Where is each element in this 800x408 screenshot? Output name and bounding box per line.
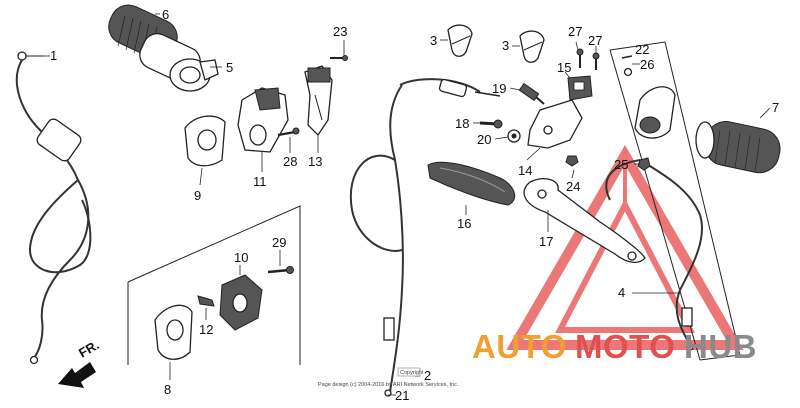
callout-29: 29 <box>272 235 286 250</box>
inset-box <box>127 205 301 365</box>
callout-lines <box>44 13 771 396</box>
callout-11: 11 <box>253 174 267 189</box>
watermark-text: AUTO MOTO HUB <box>472 328 757 365</box>
callout-3a: 3 <box>430 33 437 48</box>
callout-22: 22 <box>635 42 649 57</box>
callout-27b: 27 <box>588 33 602 48</box>
callout-20: 20 <box>477 132 491 147</box>
callout-1: 1 <box>50 48 57 63</box>
front-direction-arrow: FR. <box>58 337 102 388</box>
front-direction-label: FR. <box>76 337 102 360</box>
lever-bracket-13 <box>304 65 333 137</box>
callout-17: 17 <box>539 234 553 249</box>
callout-15: 15 <box>557 60 571 75</box>
copyright-line1: Copyright <box>400 370 424 376</box>
switch-housing-10 <box>219 274 263 331</box>
switch-15 <box>567 75 593 101</box>
washer-26 <box>623 67 633 77</box>
screw-27a <box>576 48 584 68</box>
nut-25 <box>637 157 651 171</box>
callout-19: 19 <box>492 81 506 96</box>
callout-2: 2 <box>424 368 431 383</box>
lever-17 <box>523 178 646 264</box>
callout-9: 9 <box>194 188 201 203</box>
adjuster-19 <box>518 82 545 105</box>
screw-28 <box>277 127 300 137</box>
cable-4 <box>605 159 703 351</box>
callout-26: 26 <box>640 57 654 72</box>
handle-grip-7 <box>695 121 781 174</box>
callout-23: 23 <box>333 24 347 39</box>
watermark-hub: HUB <box>684 328 757 365</box>
callout-18: 18 <box>455 116 469 131</box>
throttle-cable-2 <box>349 78 501 397</box>
callout-4: 4 <box>618 285 625 300</box>
callout-24: 24 <box>566 179 580 194</box>
lever-cover-16 <box>427 161 516 206</box>
watermark-moto: MOTO <box>575 328 675 365</box>
callout-numbers: 1 2 3 3 4 5 6 7 8 9 10 11 12 13 14 15 16… <box>50 7 779 403</box>
callout-25: 25 <box>614 157 628 172</box>
callout-16: 16 <box>457 216 471 231</box>
callout-10: 10 <box>234 250 248 265</box>
screw-27b <box>592 52 600 70</box>
callout-27a: 27 <box>568 24 582 39</box>
callout-8: 8 <box>164 382 171 397</box>
cable-part-1 <box>15 51 92 365</box>
callout-13: 13 <box>308 154 322 169</box>
watermark-auto: AUTO <box>472 328 567 365</box>
callout-21: 21 <box>395 388 409 403</box>
screw-22 <box>621 55 633 59</box>
callout-6: 6 <box>162 7 169 22</box>
cable-clip-3a <box>447 24 473 57</box>
switch-housing-8 <box>154 304 193 360</box>
callout-7: 7 <box>772 100 779 115</box>
switch-body-22 <box>634 86 676 139</box>
screw-29 <box>267 266 294 274</box>
callout-3b: 3 <box>502 38 509 53</box>
lever-holder-14 <box>527 99 583 149</box>
callout-5: 5 <box>226 60 233 75</box>
cable-clip-3b <box>519 30 545 63</box>
callout-14: 14 <box>518 163 532 178</box>
copyright-notice: Copyright Page design (c) 2004-2016 by A… <box>318 367 459 388</box>
copyright-line2: Page design (c) 2004-2016 by ARI Network… <box>318 382 459 388</box>
switch-housing-9 <box>184 115 226 167</box>
pin-12 <box>197 295 215 307</box>
screw-23 <box>330 55 348 61</box>
callout-28: 28 <box>283 154 297 169</box>
throttle-grip-assembly <box>108 4 219 92</box>
switch-housing-11 <box>237 87 289 153</box>
washer-20 <box>507 129 521 143</box>
nut-24 <box>565 155 579 167</box>
bolt-18 <box>479 119 503 129</box>
callout-12: 12 <box>199 322 213 337</box>
